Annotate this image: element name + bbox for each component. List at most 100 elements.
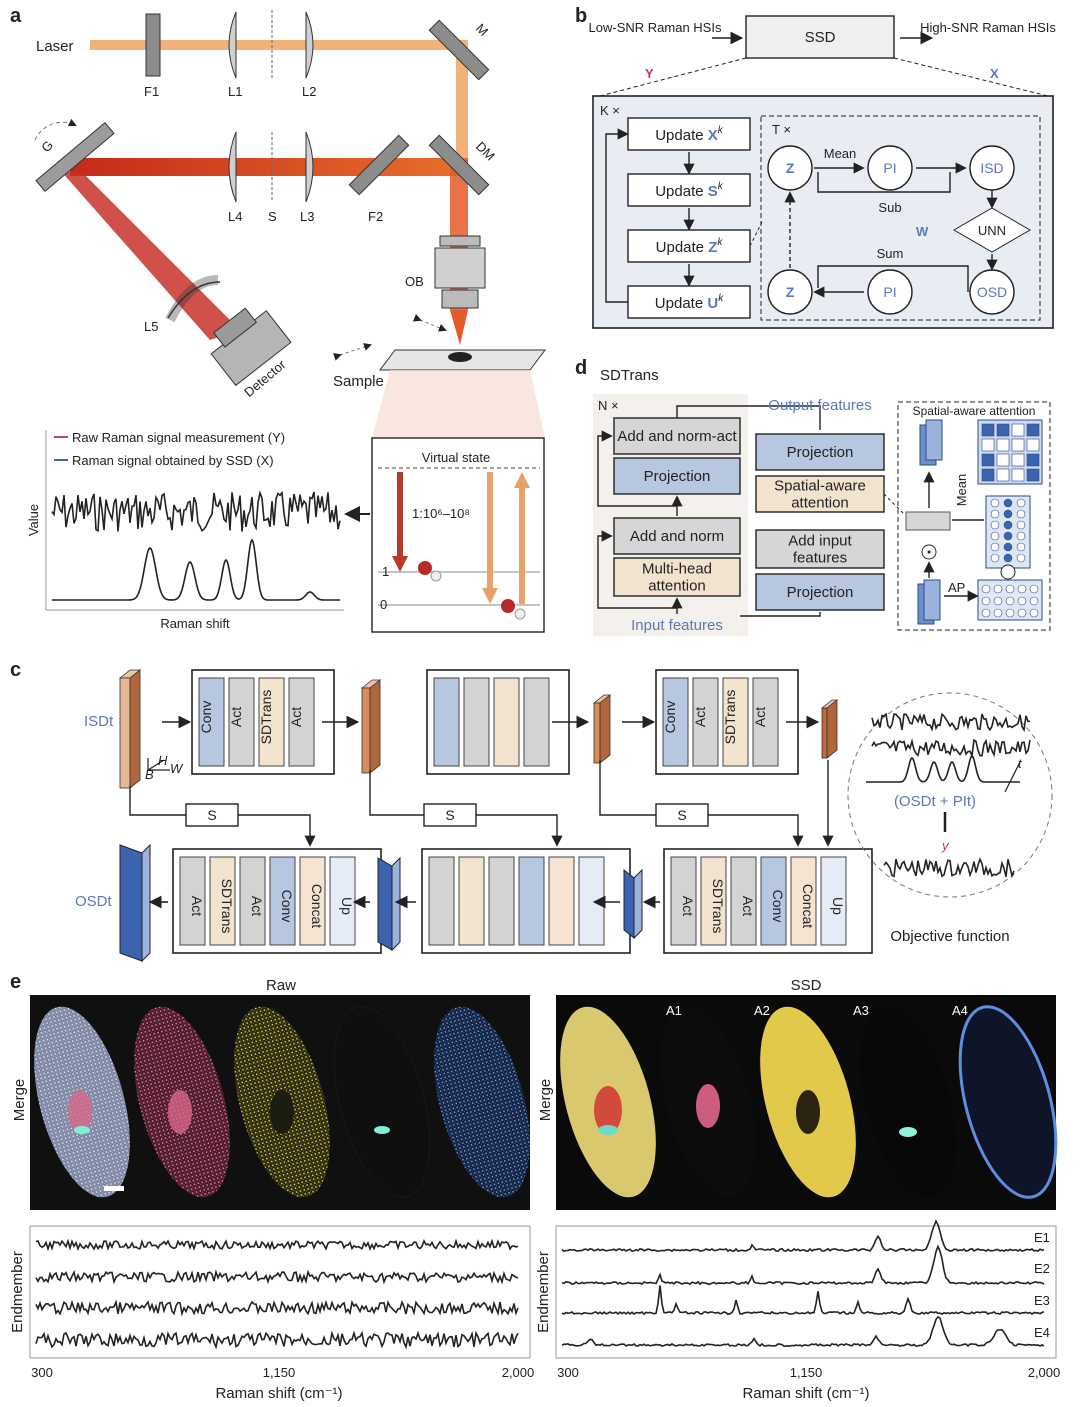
layer-conv: [198, 677, 225, 767]
dichroic-mirror: [428, 134, 490, 196]
svg-text:Concat: Concat: [309, 884, 325, 928]
panel-label-a: a: [10, 5, 22, 27]
layer-act: [670, 856, 697, 946]
sum-label: Sum: [877, 246, 904, 261]
sub-label: Sub: [878, 200, 901, 215]
layer-concat: [548, 856, 575, 946]
label-ob: OB: [405, 274, 424, 289]
e1: E1: [1034, 1230, 1050, 1245]
layer-conv: [760, 856, 787, 946]
label-dm: DM: [473, 139, 498, 164]
ap-label: AP: [948, 580, 965, 595]
saa-title: Spatial-aware attention: [913, 404, 1036, 418]
zoom-cone: [372, 370, 545, 438]
svg-text:Up: Up: [339, 897, 355, 915]
svg-text:Projection: Projection: [787, 444, 854, 461]
layer-up: [820, 856, 847, 946]
label-m: M: [473, 21, 491, 39]
svg-text:attention: attention: [791, 495, 849, 512]
label-l5: L5: [144, 319, 158, 334]
objective-circle: [847, 692, 1053, 898]
svg-text:Act: Act: [249, 896, 265, 916]
label-laser: Laser: [36, 38, 74, 55]
feature-dec1: [377, 856, 401, 952]
label-l4: L4: [228, 209, 242, 224]
svg-text:S: S: [207, 807, 216, 823]
raw-xtick-300: 300: [31, 1365, 53, 1380]
svg-text:Multi-head: Multi-head: [642, 561, 712, 578]
layer-act: [692, 677, 719, 767]
w-label: W: [916, 224, 929, 239]
ssd-xlabel: Raman shift (cm⁻¹): [742, 1385, 869, 1402]
raw-endmember-line-4: [35, 1330, 519, 1350]
svg-text:Act: Act: [740, 896, 756, 916]
obj-t: t: [1018, 756, 1023, 771]
panel-label-d: d: [575, 357, 587, 379]
t-loop: T ×: [772, 122, 791, 137]
enc-block-2: [426, 669, 570, 775]
layer-sdtrans: [722, 677, 749, 767]
merge-label-ssd: Merge: [537, 1079, 554, 1122]
n-loop: N ×: [598, 398, 619, 413]
e2: E2: [1034, 1261, 1050, 1276]
skip-connection-1: S: [185, 803, 239, 827]
mean-label-d: Mean: [954, 474, 969, 507]
svg-text:Act: Act: [752, 707, 768, 727]
raw-xtick-2000: 2,000: [502, 1365, 535, 1380]
svg-text:SDTrans: SDTrans: [258, 690, 274, 745]
raw-title: Raw: [266, 977, 296, 994]
svg-text:SDTrans: SDTrans: [219, 879, 235, 934]
label-l3: L3: [300, 209, 314, 224]
mirror-m: [428, 19, 490, 81]
label-g: G: [38, 138, 56, 155]
layer-act: [752, 677, 779, 767]
dec-block-2: [421, 848, 631, 954]
ssd-endmember-line-1: [561, 1219, 1045, 1253]
raw-image-4: [330, 995, 431, 1210]
ssd-xtick-300: 300: [557, 1365, 579, 1380]
e3: E3: [1034, 1293, 1050, 1308]
svg-text:Add and norm: Add and norm: [630, 528, 724, 545]
svg-text:S: S: [445, 807, 454, 823]
svg-text:Add and norm-act: Add and norm-act: [617, 428, 737, 445]
lens-l1: [228, 11, 237, 79]
label-f1: F1: [144, 84, 159, 99]
raw-signal-line: [51, 490, 341, 533]
feature-enc3: [820, 699, 839, 759]
optical-setup: Laser F1 L1 L2 M DM G L4 S L3 F2 OB L5 D…: [34, 10, 546, 438]
saa-box: [897, 401, 1051, 631]
lens-l4: [228, 131, 237, 203]
lens-l2: [305, 11, 314, 79]
objective-label: Objective function: [890, 928, 1009, 945]
block-projection-bottom: Projection: [755, 573, 885, 611]
lens-l3: [305, 131, 314, 203]
legend-ssd: Raman signal obtained by SSD (X): [72, 453, 274, 468]
input-features: Input features: [631, 617, 723, 634]
svg-text:Act: Act: [692, 707, 708, 727]
raw-endmember-plot: [29, 1225, 531, 1359]
level-1: 1: [382, 564, 389, 579]
update-step-2: Update Sk: [627, 173, 751, 207]
svg-text:SDTrans: SDTrans: [710, 879, 726, 934]
svg-text:Projection: Projection: [787, 584, 854, 601]
layer-act: [288, 677, 315, 767]
feature-enc2: [592, 694, 612, 764]
layer-act: [179, 856, 206, 946]
ssd-label-a2: A2: [754, 1003, 770, 1018]
sdtrans-title: SDTrans: [600, 367, 659, 384]
output-symbol: X: [990, 66, 999, 81]
svg-text:Act: Act: [680, 896, 696, 916]
isd-label: ISDt: [84, 713, 114, 730]
svg-text:Concat: Concat: [800, 884, 816, 928]
unn-label: UNN: [978, 223, 1006, 238]
layer-sdtrans: [209, 856, 236, 946]
ssd-endmember-line-4: [561, 1315, 1045, 1348]
svg-text:OSD: OSD: [977, 284, 1007, 300]
skip-connection-3: S: [655, 803, 709, 827]
layer-act: [488, 856, 515, 946]
laser-beam-down: [456, 40, 468, 160]
block-add-norm: Add and norm: [613, 517, 741, 555]
